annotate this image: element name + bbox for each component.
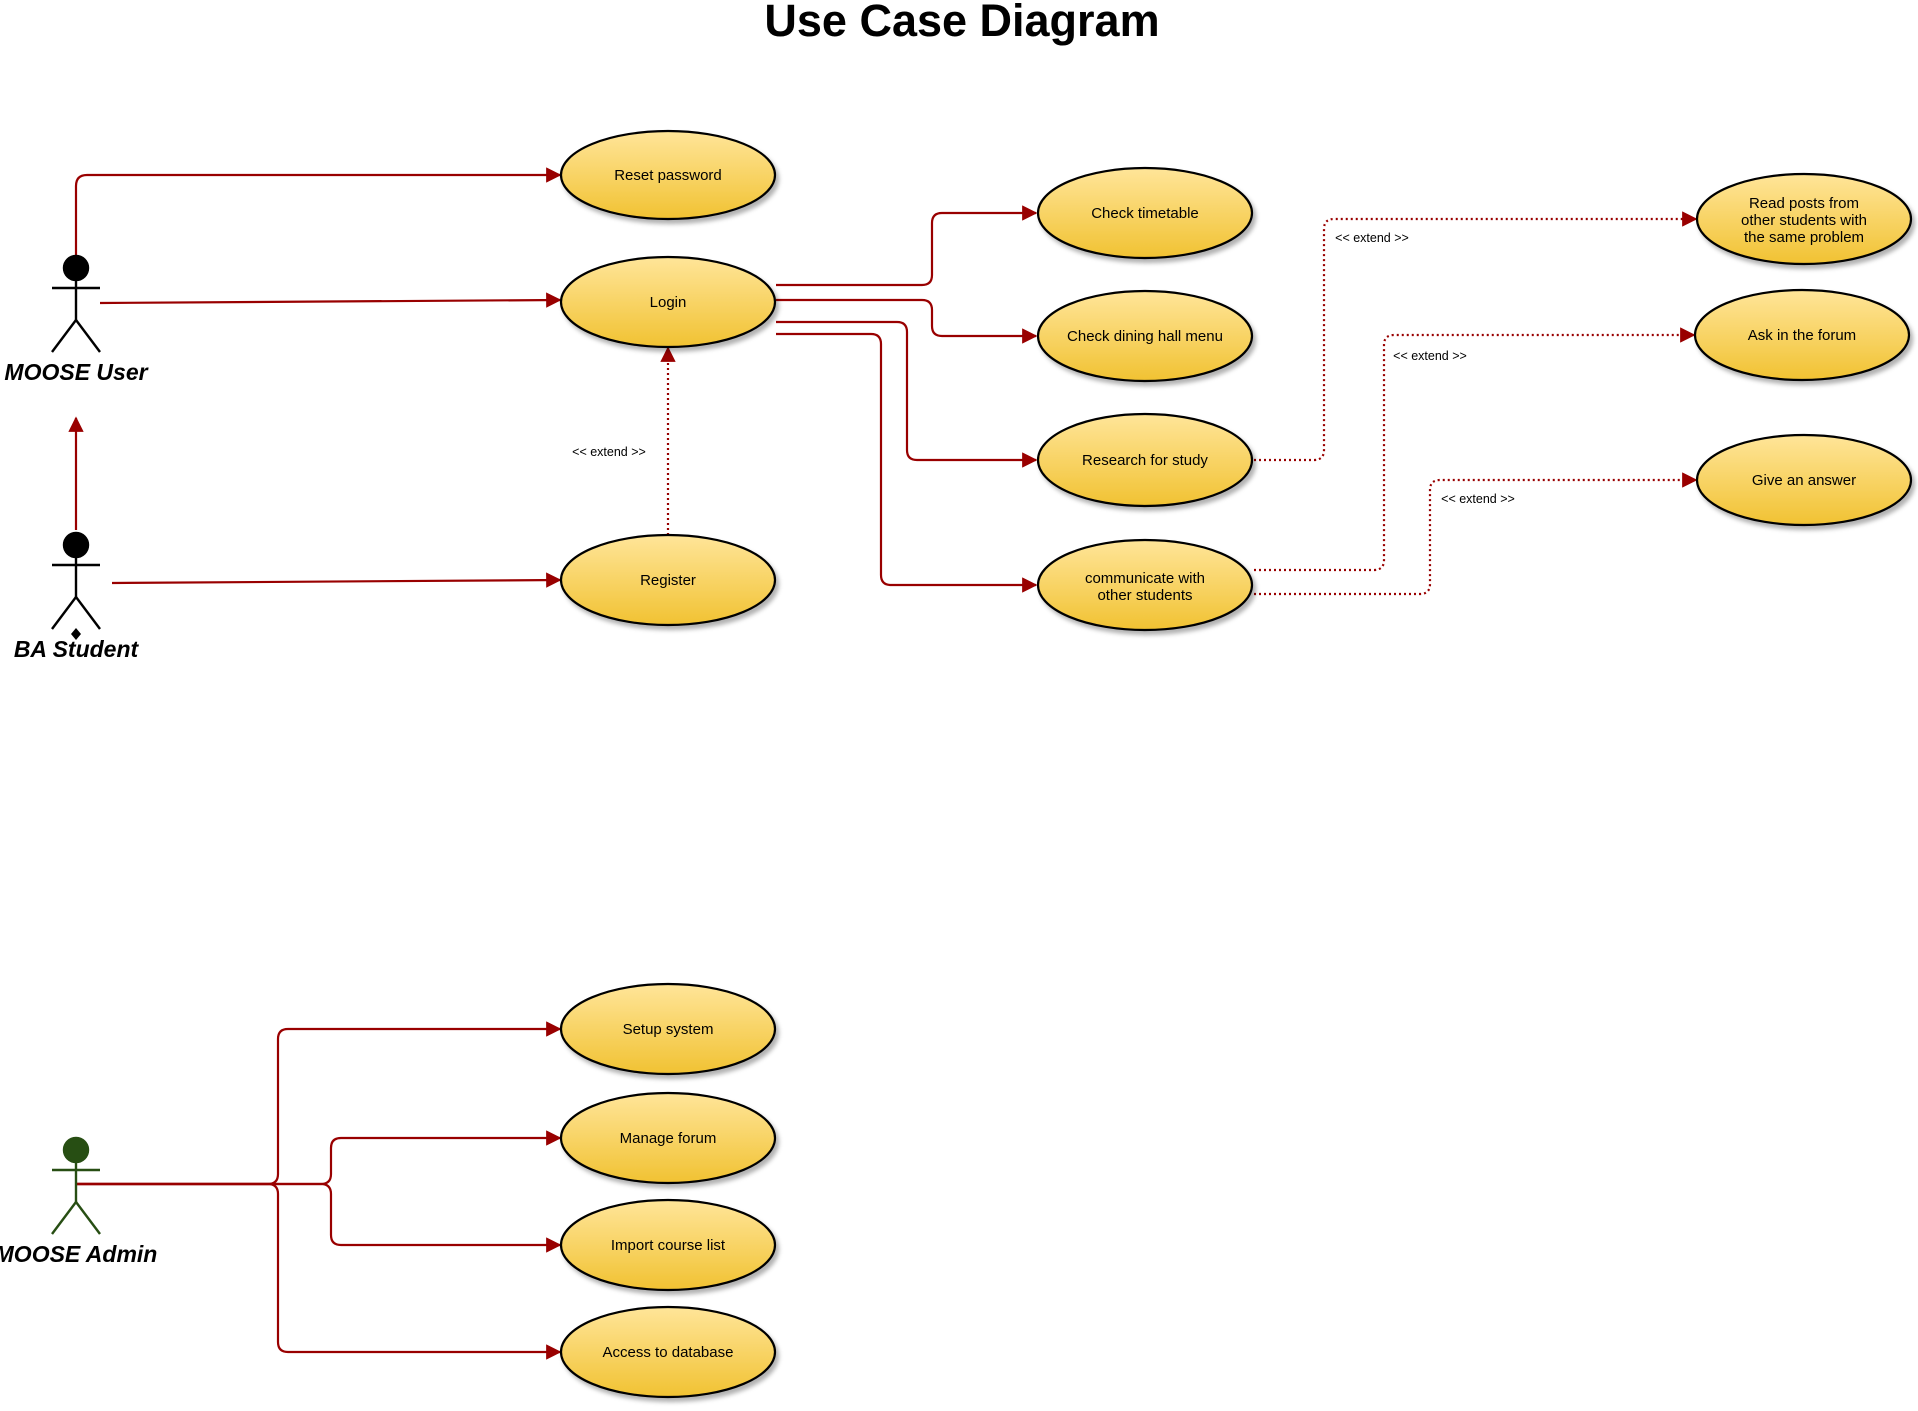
usecase-reset-password[interactable]: Reset password: [559, 129, 777, 221]
edge-student-register: [111, 572, 562, 588]
usecase-login[interactable]: Login: [559, 255, 777, 349]
usecase-label: Access to database: [603, 1344, 734, 1361]
usecase-check-dining[interactable]: Check dining hall menu: [1036, 289, 1254, 383]
usecase-research[interactable]: Research for study: [1036, 412, 1254, 508]
stick-figure-icon: [51, 1136, 101, 1235]
diamond-marker-icon: [71, 628, 81, 640]
usecase-give-answer[interactable]: Give an answer: [1695, 433, 1913, 527]
usecase-label-line: Access to database: [603, 1344, 734, 1361]
usecase-label: Login: [650, 294, 687, 311]
edge-login-communicate: [776, 332, 1038, 593]
usecase-setup-system[interactable]: Setup system: [559, 982, 777, 1076]
edge-login-timetable: [776, 205, 1038, 287]
usecase-label-line: Read posts from: [1749, 195, 1859, 212]
usecase-label-line: Research for study: [1082, 452, 1208, 469]
extend-label-register: << extend >>: [572, 445, 646, 459]
usecase-label-line: the same problem: [1744, 229, 1864, 246]
usecase-label-line: Setup system: [623, 1021, 714, 1038]
edge-login-dining: [776, 298, 1038, 344]
extend-label-readposts: << extend >>: [1335, 231, 1409, 245]
usecase-label: Setup system: [623, 1021, 714, 1038]
edge-admin-manage: [76, 1130, 562, 1186]
usecase-label: Register: [640, 572, 696, 589]
usecase-label: Reset password: [614, 167, 722, 184]
usecase-check-timetable[interactable]: Check timetable: [1036, 166, 1254, 260]
actor-label: MOOSE User: [4, 359, 148, 385]
usecase-label: Check timetable: [1091, 205, 1199, 222]
edge-user-login: [99, 292, 562, 308]
edges: [68, 167, 1698, 1360]
usecase-access-db[interactable]: Access to database: [559, 1305, 777, 1399]
usecase-manage-forum[interactable]: Manage forum: [559, 1091, 777, 1185]
usecase-label-line: communicate with: [1085, 570, 1205, 587]
usecase-label: Import course list: [611, 1237, 726, 1254]
usecase-label-line: Check timetable: [1091, 205, 1199, 222]
usecase-label: Give an answer: [1752, 472, 1856, 489]
stick-figure-icon: [51, 531, 101, 630]
edge-admin-access: [76, 1182, 562, 1360]
edge-communicate-answer-extend: [1254, 472, 1698, 596]
actor-label: BA Student: [14, 636, 140, 662]
actor-label: MOOSE Admin: [0, 1241, 157, 1267]
edge-user-reset: [74, 167, 562, 256]
usecase-label-line: Ask in the forum: [1748, 327, 1856, 344]
usecase-label-line: Manage forum: [620, 1130, 717, 1147]
usecase-label: Check dining hall menu: [1067, 328, 1223, 345]
usecase-label-line: Give an answer: [1752, 472, 1856, 489]
usecase-label-line: other students with: [1741, 212, 1867, 229]
usecase-label-line: Register: [640, 572, 696, 589]
actor-moose-admin[interactable]: MOOSE Admin: [0, 1136, 157, 1267]
extend-label-ask: << extend >>: [1393, 349, 1467, 363]
edge-research-readposts-extend: [1254, 211, 1698, 462]
edge-admin-setup: [76, 1021, 562, 1186]
usecase-label-line: Check dining hall menu: [1067, 328, 1223, 345]
usecase-label: Research for study: [1082, 452, 1208, 469]
actor-ba-student[interactable]: BA Student: [14, 531, 140, 662]
edge-login-research: [776, 320, 1038, 468]
usecase-label-line: Login: [650, 294, 687, 311]
usecase-label-line: other students: [1097, 587, 1192, 604]
edge-admin-import: [76, 1182, 562, 1253]
usecase-ask-forum[interactable]: Ask in the forum: [1693, 288, 1911, 382]
extend-label-answer: << extend >>: [1441, 492, 1515, 506]
usecase-label-line: Import course list: [611, 1237, 726, 1254]
edge-communicate-ask-extend: [1254, 327, 1696, 572]
stick-figure-icon: [51, 254, 101, 353]
actor-moose-user[interactable]: MOOSE User: [4, 254, 149, 385]
usecase-label: Manage forum: [620, 1130, 717, 1147]
usecase-label: Ask in the forum: [1748, 327, 1856, 344]
usecase-label-line: Reset password: [614, 167, 722, 184]
usecase-register[interactable]: Register: [559, 533, 777, 627]
usecase-import-course[interactable]: Import course list: [559, 1198, 777, 1292]
diagram-title: Use Case Diagram: [764, 0, 1159, 46]
